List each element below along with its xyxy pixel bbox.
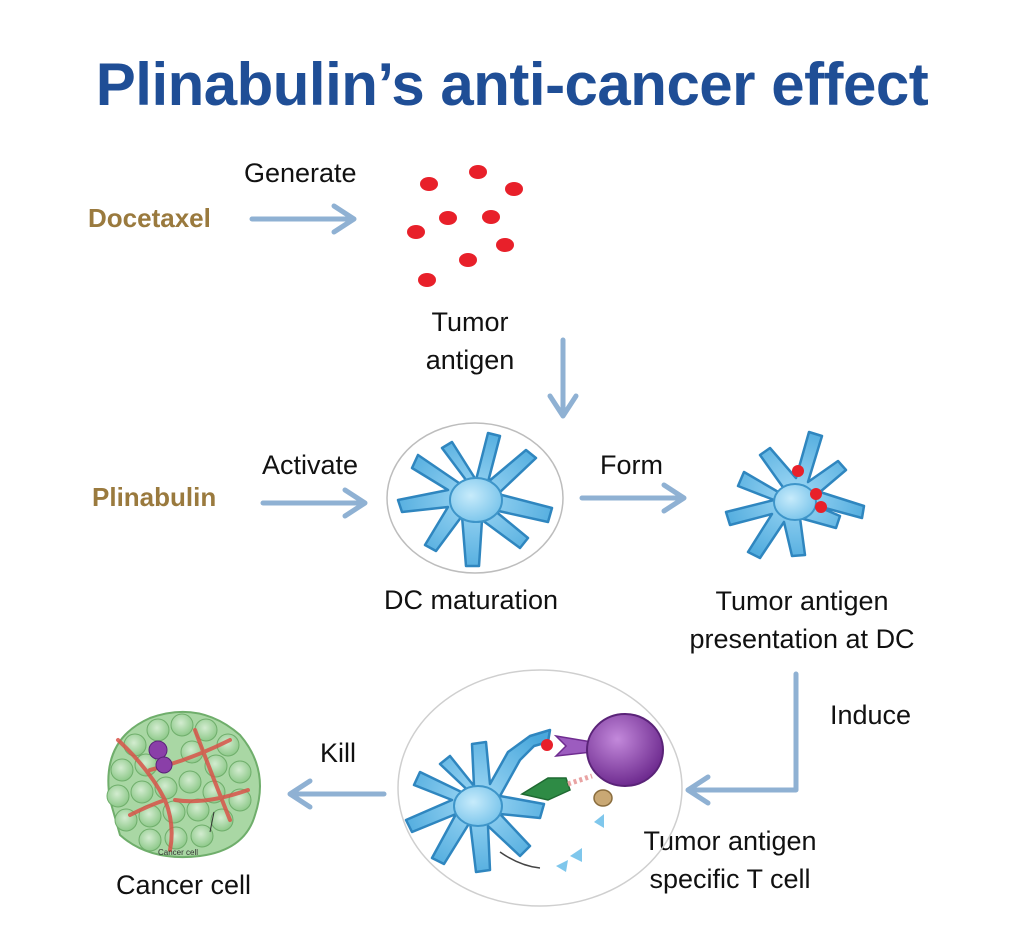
costimulatory-molecule — [520, 777, 571, 801]
arrow-activate — [260, 487, 368, 519]
red-dot-icon — [815, 501, 827, 513]
form-label: Form — [600, 450, 663, 480]
antigen-presentation-line-2: presentation at DC — [689, 624, 915, 654]
dc-maturation-figure — [386, 422, 564, 574]
red-dot-icon — [541, 739, 553, 751]
cytokine-icon — [570, 848, 582, 862]
arrow-kill — [287, 778, 387, 810]
arrow-induce — [685, 671, 799, 806]
t-cell-icon — [586, 713, 664, 807]
red-dot-icon — [482, 210, 500, 224]
red-dot-icon — [469, 165, 487, 179]
generate-label: Generate — [244, 158, 357, 188]
tumor-antigen-dots — [407, 165, 523, 287]
kill-label: Kill — [320, 738, 357, 768]
antigen-presenting-dc-figure — [724, 430, 866, 560]
t-cell-icon — [155, 756, 173, 774]
activate-label: Activate — [262, 450, 359, 480]
t-cell-line-2: specific T cell — [649, 864, 811, 894]
antigen-presentation-line-1: Tumor antigen — [715, 586, 889, 616]
red-dot-icon — [418, 273, 436, 287]
t-cell-activation-figure — [397, 669, 683, 907]
red-dot-icon — [496, 238, 514, 252]
dc-maturation-label: DC maturation — [383, 585, 559, 615]
arrow-antigen-down — [547, 337, 579, 419]
arrow-form — [579, 482, 687, 514]
cytokine-icon — [556, 860, 568, 872]
dendritic-cell-icon — [396, 431, 554, 568]
tumor-antigen-line-2: antigen — [425, 345, 515, 375]
tumor-inset-label: Cancer cell — [158, 848, 199, 857]
cancer-cell-label: Cancer cell — [116, 870, 252, 900]
tumor-antigen-line-1: Tumor — [431, 307, 509, 337]
red-dot-icon — [420, 177, 438, 191]
antigen-presentation-label: Tumor antigen presentation at DC — [664, 582, 940, 658]
red-dot-icon — [505, 182, 523, 196]
red-dot-icon — [792, 465, 804, 477]
red-dot-icon — [459, 253, 477, 267]
cytokine-icon — [594, 814, 604, 828]
induce-label: Induce — [830, 700, 912, 730]
tumor-antigen-label: Tumor antigen — [390, 303, 550, 379]
page-title: Plinabulin’s anti-cancer effect — [95, 51, 929, 118]
tumor-cluster-icon — [106, 710, 261, 859]
arrow-generate — [249, 203, 357, 235]
red-dot-icon — [407, 225, 425, 239]
dendritic-cell-icon — [404, 728, 552, 874]
dendritic-cell-icon — [724, 430, 866, 560]
plinabulin-label: Plinabulin — [92, 482, 217, 512]
t-cell-receptor — [553, 734, 593, 757]
red-dot-icon — [439, 211, 457, 225]
docetaxel-label: Docetaxel — [88, 203, 211, 233]
t-cell-icon — [148, 740, 168, 760]
red-dot-icon — [810, 488, 822, 500]
